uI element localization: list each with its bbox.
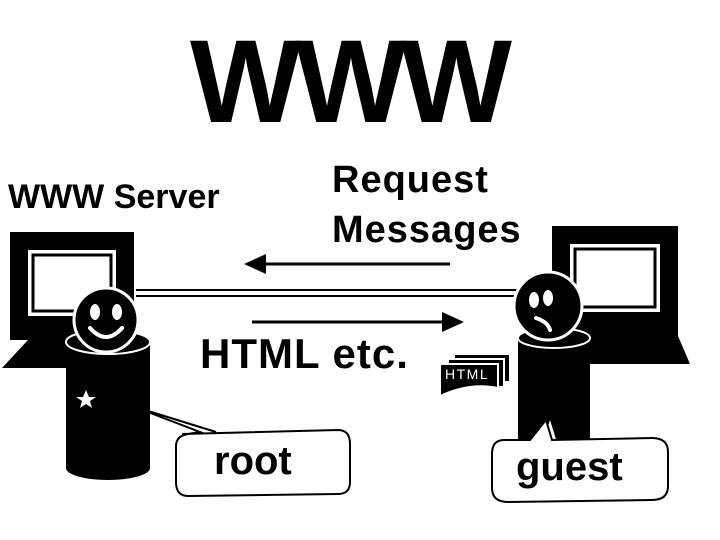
request-label-line1: Request [332,159,489,201]
page-title: WWW [190,16,513,148]
root-speech-bubble: root [131,405,351,498]
guest-speech-bubble: guest [491,417,669,504]
guest-user [512,270,591,452]
request-label-line2: Messages [332,209,522,251]
root-user [65,286,151,480]
server-label: WWW Server [8,178,220,216]
smiling-face-icon [72,286,140,354]
document-badge: HTML [445,366,489,382]
guest-label: guest [516,445,623,489]
star-icon [76,390,96,408]
request-arrow [244,254,450,274]
root-label: root [214,439,292,483]
response-label: HTML etc. [200,330,409,377]
html-document-icon: HTML [439,353,511,398]
network-cable [136,289,552,297]
response-arrow [252,312,464,332]
